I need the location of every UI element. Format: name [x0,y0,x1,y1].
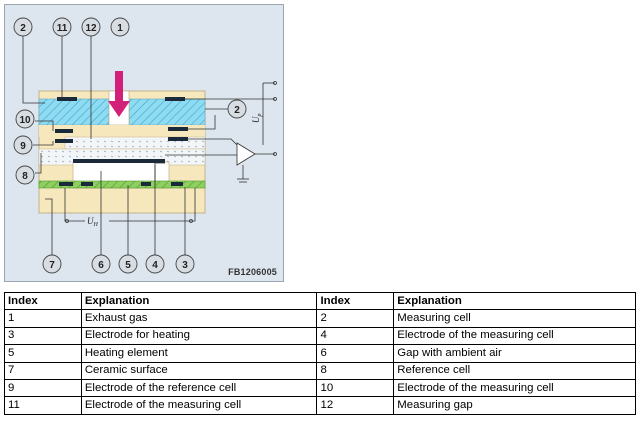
table-row: 9 Electrode of the reference cell 10 Ele… [4,378,636,398]
callout-2-right: 2 [227,99,247,119]
table-row: 3 Electrode for heating 4 Electrode of t… [4,326,636,346]
measuring-gap [39,125,206,150]
callout-6: 6 [91,254,111,274]
callout-7: 7 [42,254,62,274]
table-cell: Reference cell [393,361,636,380]
voltage-up-label: U [251,116,261,123]
table-cell: 12 [316,396,395,415]
callout-9: 9 [13,135,33,155]
table-cell: 8 [316,361,395,380]
callouts: 2 11 12 1 10 9 [13,17,247,274]
figure-code: FB1206005 [228,267,277,277]
svg-text:3: 3 [182,260,188,271]
header-index-1: Index [4,291,82,311]
svg-text:6: 6 [98,260,104,271]
sensor-diagram: Up UH 2 [4,4,284,282]
svg-text:UH: UH [87,216,99,228]
leader-lines [22,35,235,255]
table-cell: Electrode of the reference cell [80,378,318,398]
table-cell: 7 [4,361,82,380]
svg-text:8: 8 [22,171,28,182]
table-header-row: Index Explanation Index Explanation [4,291,636,311]
callout-1: 1 [110,17,130,37]
voltage-up-sub: p [257,114,263,118]
table-cell: 1 [4,309,82,328]
callout-4: 4 [145,254,165,274]
callout-11: 11 [52,17,72,37]
svg-text:10: 10 [19,115,31,126]
table-cell: Electrode of the measuring cell [80,396,318,415]
svg-text:1: 1 [117,23,123,34]
table-cell: 11 [4,396,82,415]
table-row: 5 Heating element 6 Gap with ambient air [4,344,636,363]
svg-text:Up: Up [251,114,263,124]
table-cell: Ceramic surface [80,361,318,380]
svg-text:2: 2 [20,23,26,34]
voltage-labels: Up UH [87,114,263,229]
svg-text:12: 12 [85,23,97,34]
header-explanation-2: Explanation [393,291,636,311]
table-row: 1 Exhaust gas 2 Measuring cell [4,309,636,328]
svg-text:9: 9 [20,141,26,152]
table-cell: Measuring gap [393,396,636,415]
table-cell: Exhaust gas [80,309,318,328]
electrodes [55,97,188,186]
table-cell: 10 [316,378,395,398]
table-cell: Electrode of the measuring cell [393,378,636,398]
circuit-wiring [64,81,277,223]
sensor-cross-section: Up UH 2 [13,17,277,274]
table-row: 7 Ceramic surface 8 Reference cell [4,361,636,380]
table-cell: 3 [4,326,82,346]
callout-12: 12 [81,17,101,37]
table-cell: Gap with ambient air [393,344,636,363]
table-cell: Electrode for heating [80,326,318,346]
svg-text:7: 7 [49,260,55,271]
table-cell: 2 [316,309,395,328]
table-cell: 4 [316,326,395,346]
table-cell: Measuring cell [393,309,636,328]
svg-text:11: 11 [57,23,68,34]
callout-8: 8 [15,165,35,185]
svg-text:4: 4 [152,260,158,271]
voltage-uh-label: U [87,216,94,226]
table-cell: 9 [4,378,82,398]
svg-text:5: 5 [125,260,131,271]
table-cell: Heating element [80,344,318,363]
callout-10: 10 [15,109,35,129]
table-row: 11 Electrode of the measuring cell 12 Me… [4,396,636,415]
heating-element-layer [38,180,206,189]
voltage-uh-sub: H [93,222,99,228]
callout-5: 5 [118,254,138,274]
table-cell: 5 [4,344,82,363]
svg-text:2: 2 [234,105,240,116]
index-table: Index Explanation Index Explanation 1 Ex… [4,291,636,415]
header-index-2: Index [316,291,395,311]
table-cell: Electrode of the measuring cell [393,326,636,346]
table-cell: 6 [316,344,395,363]
exhaust-gas-arrow [108,71,130,117]
callout-3: 3 [175,254,195,274]
callout-2-left: 2 [13,17,33,37]
header-explanation-1: Explanation [80,291,318,311]
